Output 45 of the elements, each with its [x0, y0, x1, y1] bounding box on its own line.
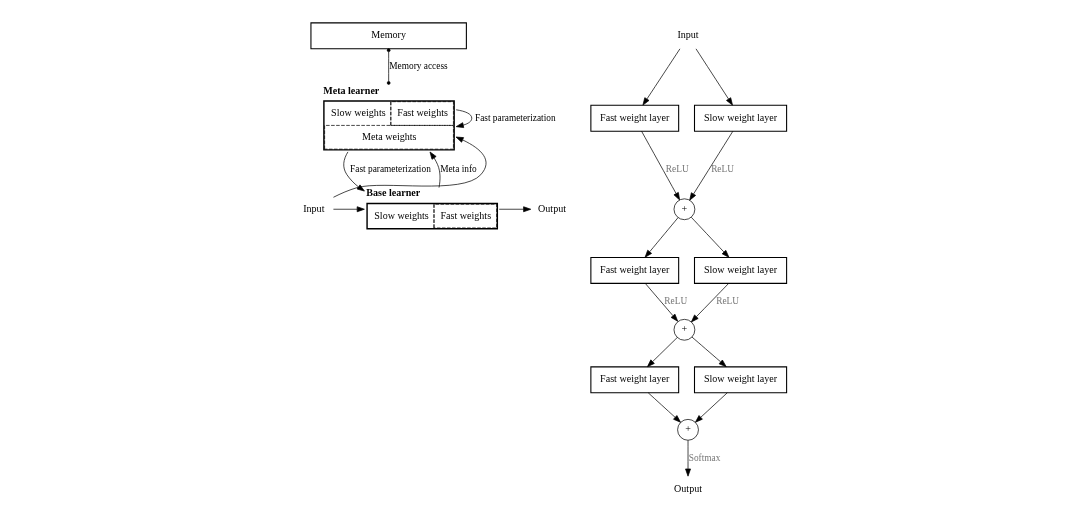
node-text: Output	[537, 202, 566, 214]
arrow	[695, 48, 733, 106]
arrow	[694, 392, 728, 423]
node-text: Output	[673, 482, 702, 494]
node-box: Fast weight layer	[589, 104, 679, 132]
node-circle: +	[673, 198, 695, 221]
node-label: Base learner	[365, 187, 420, 199]
arrow	[498, 206, 531, 213]
arrow	[644, 283, 678, 322]
arrow	[691, 336, 727, 368]
arrow	[647, 392, 681, 423]
edge-label: ReLU	[665, 164, 689, 175]
edge-label: Fast parameterization	[349, 164, 431, 175]
arrow	[690, 216, 729, 258]
edge-label: Memory access	[388, 61, 448, 72]
edge-label: Fast parameterization	[474, 112, 556, 123]
edge-label: ReLU	[715, 295, 739, 306]
arrow	[684, 440, 691, 477]
arrow	[342, 151, 365, 192]
edge-label: Softmax	[688, 452, 720, 463]
arrow	[644, 217, 678, 258]
node-circle: +	[673, 319, 695, 341]
node-text: Input	[676, 29, 699, 41]
connector	[386, 48, 390, 85]
node-circle: +	[676, 419, 699, 441]
node-box: Fast weight layer	[589, 366, 679, 394]
node-box: Slow weight layer	[693, 104, 787, 132]
arrow	[642, 48, 680, 106]
node-text: Input	[302, 202, 324, 214]
arrow	[688, 130, 733, 201]
edge-label: ReLU	[710, 164, 734, 175]
node-box: Slow weight layer	[693, 366, 787, 394]
arrow	[429, 151, 440, 188]
edge-label: ReLU	[663, 295, 687, 306]
node-box: Fast weight layer	[589, 256, 679, 284]
arrow	[332, 136, 486, 198]
arrow	[646, 337, 678, 368]
node-label: Meta learner	[322, 84, 379, 96]
node-box: Slow weight layer	[693, 256, 787, 284]
edge-label: Meta info	[439, 164, 477, 175]
arrow	[332, 206, 365, 213]
arrow	[690, 283, 729, 323]
arrow	[455, 109, 472, 128]
arrow	[640, 130, 680, 201]
node-box: Memory	[309, 22, 467, 50]
